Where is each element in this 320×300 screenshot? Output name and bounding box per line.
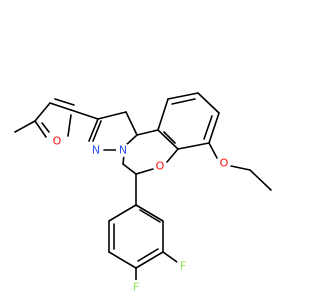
bond <box>108 251 137 269</box>
bond <box>124 134 138 147</box>
bond <box>108 204 137 222</box>
bond <box>41 122 50 133</box>
bond <box>54 98 75 106</box>
atom-label-ethoxy-oxygen: O <box>220 157 229 170</box>
bond <box>208 112 220 144</box>
fluorine-para: F <box>129 280 143 294</box>
ring-oxygen: O <box>153 159 167 173</box>
bond <box>135 204 164 222</box>
bond <box>171 98 196 105</box>
bond <box>230 165 251 171</box>
bond <box>88 118 99 142</box>
bond <box>177 142 210 150</box>
bond <box>34 102 51 122</box>
atom-label-layer: O O O N N F F <box>50 134 231 294</box>
bond <box>70 109 99 120</box>
bond <box>162 251 178 263</box>
bond <box>167 92 199 100</box>
bond <box>14 120 36 133</box>
bond <box>166 148 179 163</box>
imine-nitrogen: N <box>89 143 103 157</box>
bond <box>122 163 137 175</box>
bond <box>157 129 179 150</box>
structure-canvas: O O O N N F F <box>14 92 272 294</box>
bond <box>67 114 72 137</box>
bond-layer <box>14 92 272 281</box>
bond <box>125 111 138 136</box>
bond <box>157 98 169 131</box>
atom-label-fluorine-meta: F <box>180 260 186 273</box>
atom-label-ring-oxygen: O <box>156 160 165 173</box>
bond <box>97 111 127 120</box>
bond <box>34 120 47 138</box>
bond <box>92 120 102 142</box>
bond <box>135 251 164 269</box>
molecule-drawing: O O O N N F F <box>14 92 272 294</box>
atom-label-imine-nitrogen: N <box>92 144 100 157</box>
bond <box>203 115 213 140</box>
bond <box>137 248 159 262</box>
atom-label-fluorine-para: F <box>133 281 139 294</box>
bond <box>163 131 176 144</box>
atom-label-amine-nitrogen: N <box>119 144 127 157</box>
bond <box>197 92 220 114</box>
bond <box>208 142 218 159</box>
ethoxy-oxygen: O <box>217 156 231 170</box>
bond <box>135 168 154 175</box>
fluorine-meta: F <box>176 259 190 273</box>
bond <box>139 209 161 223</box>
furan-oxygen: O <box>50 134 64 148</box>
bond <box>49 102 72 111</box>
amine-nitrogen: N <box>116 143 130 157</box>
bond <box>136 129 159 136</box>
atom-label-furan-oxygen: O <box>53 135 62 148</box>
bond <box>249 169 272 191</box>
